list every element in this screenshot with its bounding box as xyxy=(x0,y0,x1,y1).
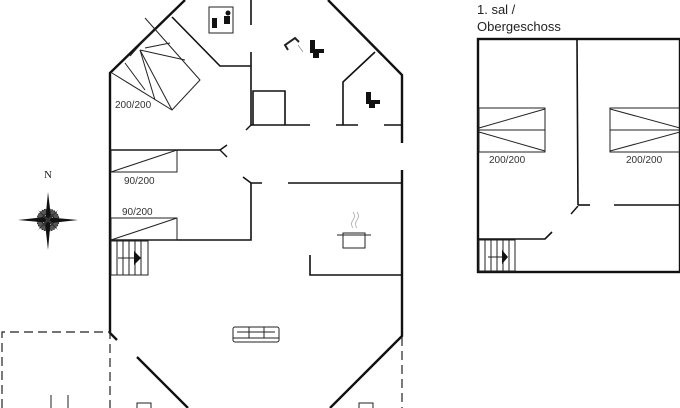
shower-icon xyxy=(283,36,304,53)
upper-floor-title-line1: 1. sal / xyxy=(477,2,516,17)
exterior-walls xyxy=(108,0,404,408)
sauna-icon xyxy=(208,6,234,34)
toilet-icon xyxy=(310,40,324,58)
upper-floor-plan: 1. sal / Obergeschoss 200/200 200/200 xyxy=(476,2,680,274)
bed-label-upper-left: 200/200 xyxy=(489,155,526,166)
arrow-icon xyxy=(134,251,141,265)
bed-200-left xyxy=(478,107,546,153)
bed-label-upper-right: 200/200 xyxy=(626,155,663,166)
upper-floor-title-line2: Obergeschoss xyxy=(477,19,561,34)
bed-200-right xyxy=(609,107,680,153)
toilet-icon-2 xyxy=(366,92,380,108)
interior-walls xyxy=(110,0,402,276)
bed-label-200: 200/200 xyxy=(115,100,152,111)
cooking-pot-icon xyxy=(337,211,371,249)
ground-floor-plan: 200/200 90/200 90/200 xyxy=(1,0,404,408)
staircase-ground xyxy=(110,240,149,276)
bed-label-90-1: 90/200 xyxy=(124,176,155,187)
terrace-outline xyxy=(1,331,403,408)
staircase-main xyxy=(111,17,201,111)
arrow-icon xyxy=(502,250,508,264)
sofa-icon xyxy=(232,326,280,343)
bed-90-1 xyxy=(110,149,178,173)
bed-90-2 xyxy=(110,217,178,241)
staircase-upper xyxy=(478,239,516,272)
compass-north-label: N xyxy=(44,169,52,181)
bed-label-90-2: 90/200 xyxy=(122,207,153,218)
compass-rose-icon: N xyxy=(18,169,78,250)
